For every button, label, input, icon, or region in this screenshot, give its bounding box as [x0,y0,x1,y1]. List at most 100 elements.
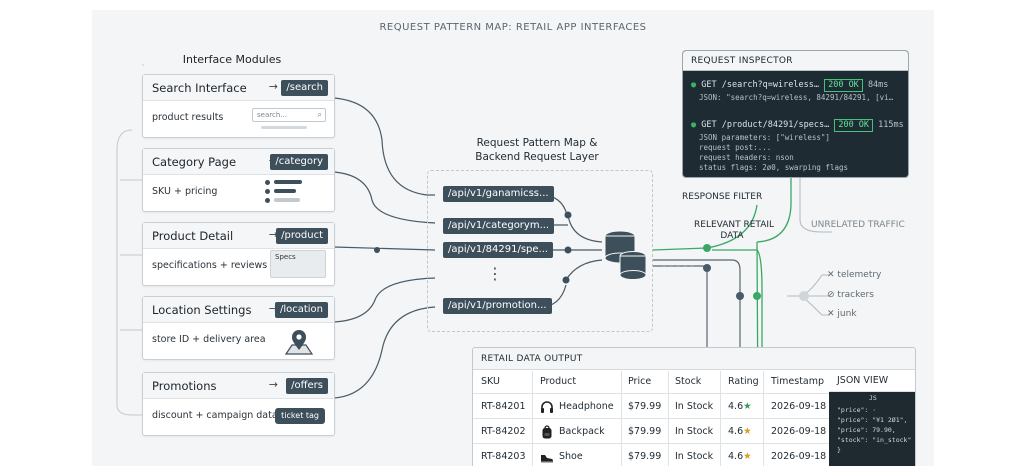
star-icon: ★ [743,401,752,412]
junk-label: telemetry [837,270,882,280]
relevant-label-line: RELEVANT RETAIL [694,220,775,230]
json-line: "price": · [837,406,877,414]
column-divider [621,371,622,466]
response-filter-label: RESPONSE FILTER [682,192,763,202]
status-dot-icon: ● [691,80,697,90]
cell-timestamp: 2026-09-18 [771,451,827,462]
rating-value: 4.6 [728,451,744,462]
cell-stock: In Stock [675,451,714,462]
star-icon: ★ [743,426,752,437]
module-name: Promotions [152,379,217,393]
arrow-right-icon: → [268,302,278,315]
request-inspector[interactable]: REQUEST INSPECTOR ● GET /search?q=wirele… [682,50,909,178]
x-icon: ✕ [827,309,835,319]
relevant-data-label: RELEVANT RETAIL DATA [694,220,775,242]
list-line-icon [274,198,300,202]
arrow-right-icon: → [268,228,278,241]
diagram-canvas: REQUEST PATTERN MAP: RETAIL APP INTERFAC… [92,10,934,466]
cell-stock: In Stock [675,426,714,437]
rating-value: 4.6 [728,426,744,437]
cell-price: $79.99 [628,401,662,412]
column-header-rating[interactable]: Rating [728,376,759,387]
x-icon: ✕ [827,270,835,280]
star-icon: ★ [743,451,752,462]
module-name: Category Page [152,155,237,169]
cell-sku: RT-84203 [481,451,526,462]
module-card-promotions[interactable]: Promotions → /offers discount + campaign… [142,372,335,436]
request-row[interactable]: ● GET /product/84291/specs… 200 OK 115ms [691,119,904,132]
rating-value: 4.6 [728,401,744,412]
junk-label: trackers [837,290,874,300]
column-header-product[interactable]: Product [540,376,577,387]
column-header-timestamp[interactable]: Timestamp [771,376,825,387]
json-line: JS [869,394,877,402]
retail-data-output: RETAIL DATA OUTPUT SKU Product Price Sto… [472,347,916,466]
product-name: Backpack [559,426,605,437]
column-divider [720,371,721,466]
column-header-price[interactable]: Price [628,376,652,387]
column-header-stock[interactable]: Stock [675,376,702,387]
cell-price: $79.99 [628,426,662,437]
endpoint-tag[interactable]: /api/v1/ganamicss... [443,186,554,202]
module-card-product[interactable]: Product Detail → /product specifications… [142,222,335,286]
arrow-right-icon: → [268,80,278,93]
cell-stock: In Stock [675,401,714,412]
endpoint-tag[interactable]: /api/v1/categorym... [443,218,555,234]
specs-label: Specs [275,253,296,261]
status-badge: 200 OK [834,119,874,132]
cell-sku: RT-84202 [481,426,526,437]
cell-product: Backpack [540,419,605,444]
module-card-category[interactable]: Category Page → /category SKU + pricing [142,148,335,212]
module-name: Search Interface [152,81,247,95]
cell-product: Shoe [540,444,583,466]
request-detail: JSON parameters: ["wireless"] [699,133,830,142]
route-tag: /search [281,80,328,96]
json-view-title: JSON VIEW [829,370,915,392]
route-tag: /product [276,228,328,244]
map-pin-icon [284,330,314,355]
json-line: "price": 79.90, [837,426,896,434]
module-desc: discount + campaign data [152,410,278,421]
request-detail: request post:... [699,143,772,152]
ellipsis-icon: ⋮ [487,264,503,283]
arrow-right-icon: → [268,378,278,391]
list-bullet-icon [265,198,270,203]
search-placeholder: search... [257,111,287,119]
shoe-icon [541,454,553,462]
request-path: /product/84291/specs… [721,120,830,130]
module-card-search[interactable]: Search Interface → /search product resul… [142,74,335,138]
endpoint-tag[interactable]: /api/v1/promotion... [443,298,552,314]
module-card-location[interactable]: Location Settings → /location store ID +… [142,296,335,360]
request-row[interactable]: ● GET /search?q=wireless… 200 OK 84ms [691,79,888,92]
search-icon: ⌕ [317,110,322,119]
unrelated-traffic-label: UNRELATED TRAFFIC [811,220,905,230]
list-bullet-icon [265,189,270,194]
column-header-sku[interactable]: SKU [481,376,500,387]
junk-item-junk: ✕ junk [827,309,857,319]
endpoint-tag[interactable]: /api/v1/84291/spe... [443,242,554,258]
junk-label: junk [837,309,857,319]
cell-rating: 4.6★ [728,419,752,444]
status-dot-icon: ● [691,120,697,130]
request-duration: 115ms [878,120,904,130]
cell-product: Headphone [540,394,614,419]
request-method: GET [701,120,717,130]
json-view-panel[interactable]: JSON VIEW JS "price": · "price": "¥1 2Ø1… [829,370,915,466]
relevant-label-line: DATA [720,231,744,241]
request-detail: request headers: nson [699,153,794,162]
connector-lines [116,64,832,421]
placeholder-bar [261,126,307,129]
list-line-icon [274,180,302,184]
request-method: GET [701,80,717,90]
request-detail: JSON: "search?q=wireless, 84291/84291, [… [699,93,894,102]
search-input[interactable]: search... ⌕ [252,108,326,122]
status-badge: 200 OK [824,79,863,92]
module-name: Location Settings [152,303,252,317]
output-title: RETAIL DATA OUTPUT [473,348,915,370]
layer-title: Request Pattern Map & Backend Request La… [452,136,622,164]
junk-item-telemetry: ✕ telemetry [827,270,881,280]
backpack-icon [542,424,552,438]
list-line-icon [274,189,296,193]
request-detail: status flags: 2ø0, swarping flags [699,163,849,172]
request-duration: 84ms [867,80,889,90]
